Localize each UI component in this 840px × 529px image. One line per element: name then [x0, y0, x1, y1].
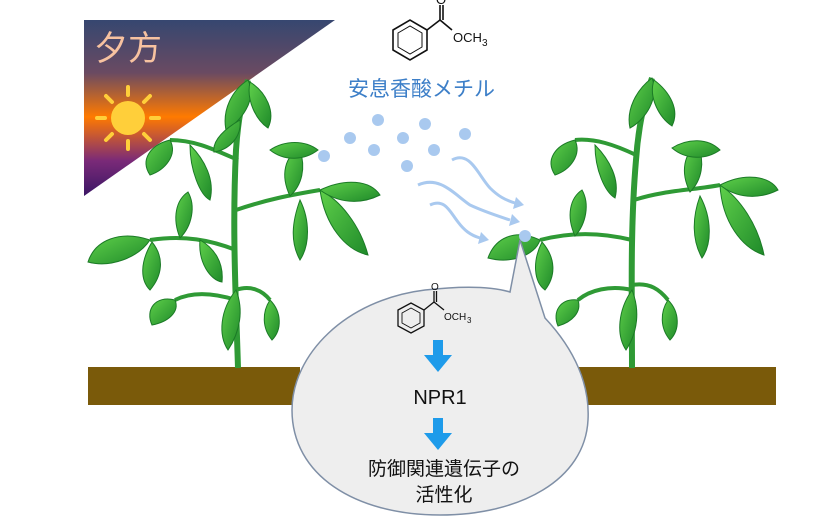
compound-label: 安息香酸メチル: [348, 77, 495, 101]
arrow-down-2: [424, 418, 452, 450]
sunset-sky: [84, 20, 335, 196]
soil-right: [578, 367, 776, 405]
soil-left: [88, 367, 300, 405]
sun-icon: [95, 85, 161, 151]
sunset-label: 夕方: [94, 29, 162, 69]
ester-group-bubble: OCH: [444, 312, 466, 323]
result-line-2: 活性化: [415, 484, 472, 506]
carbonyl-oxygen-bubble: O: [431, 282, 439, 293]
carbonyl-oxygen: O: [436, 0, 446, 7]
result-line-1: 防御関連遺伝子の: [368, 458, 520, 480]
arrow-down-1: [424, 340, 452, 372]
volatile-particles: [318, 114, 531, 242]
diffusion-arrows: [417, 156, 524, 244]
speech-bubble: [291, 239, 589, 516]
sunset-panel: 夕方: [84, 20, 335, 196]
ester-group-top: OCH: [453, 30, 482, 45]
methyl-benzoate-structure-top: O OCH 3: [392, 0, 488, 61]
tomato-plant-right: [487, 76, 779, 369]
tomato-plant-left: [87, 79, 381, 369]
ester-subscript-bubble: 3: [467, 316, 472, 325]
receptor-label: NPR1: [413, 387, 466, 409]
ester-subscript-top: 3: [482, 38, 488, 49]
methyl-benzoate-structure-bubble: O OCH 3: [397, 282, 472, 334]
